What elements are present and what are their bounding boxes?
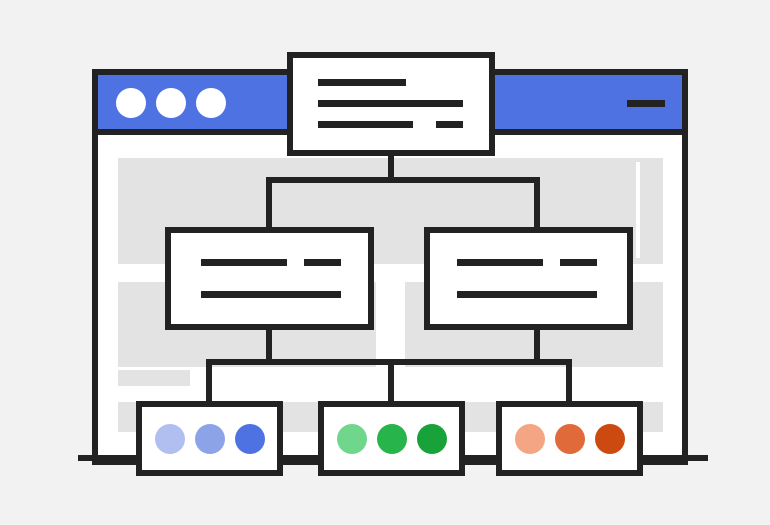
window-dot-close[interactable] <box>116 88 146 118</box>
mid-node-left[interactable] <box>165 227 374 330</box>
text-line <box>201 291 341 298</box>
text-line <box>457 259 543 266</box>
mid-node-right[interactable] <box>424 227 633 330</box>
leaf-dot <box>377 424 407 454</box>
text-line <box>318 79 406 86</box>
leaf-dot <box>595 424 625 454</box>
minimize-bar-icon[interactable] <box>627 100 665 107</box>
text-line <box>457 291 597 298</box>
text-line <box>304 259 341 266</box>
leaf-node-green[interactable] <box>318 401 465 476</box>
root-node[interactable] <box>287 52 495 156</box>
tree-connectors <box>206 150 572 407</box>
leaf-node-orange[interactable] <box>496 401 643 476</box>
leaf-dot <box>417 424 447 454</box>
leaf-dot <box>555 424 585 454</box>
text-line <box>201 259 287 266</box>
leaf-dot <box>515 424 545 454</box>
placeholder-gaps <box>192 162 640 388</box>
window-dot-minimize[interactable] <box>156 88 186 118</box>
text-line <box>436 121 463 128</box>
text-line <box>560 259 597 266</box>
text-line <box>318 121 413 128</box>
gap-bottom-left <box>192 368 196 388</box>
root-node-text-lines <box>318 79 463 128</box>
mid-node-right-text-lines <box>457 259 597 298</box>
leaf-dot <box>337 424 367 454</box>
three-dot-window-controls-icon <box>116 88 226 118</box>
window-dot-maximize[interactable] <box>196 88 226 118</box>
mid-node-right-box <box>424 227 633 330</box>
leaf-dot <box>155 424 185 454</box>
text-line <box>318 100 463 107</box>
placeholder-block-low-left <box>118 370 190 386</box>
mid-node-left-text-lines <box>201 259 341 298</box>
gap-right-panel <box>636 162 640 258</box>
mid-node-left-box <box>165 227 374 330</box>
leaf-dot <box>235 424 265 454</box>
leaf-dot <box>195 424 225 454</box>
leaf-node-blue[interactable] <box>136 401 283 476</box>
